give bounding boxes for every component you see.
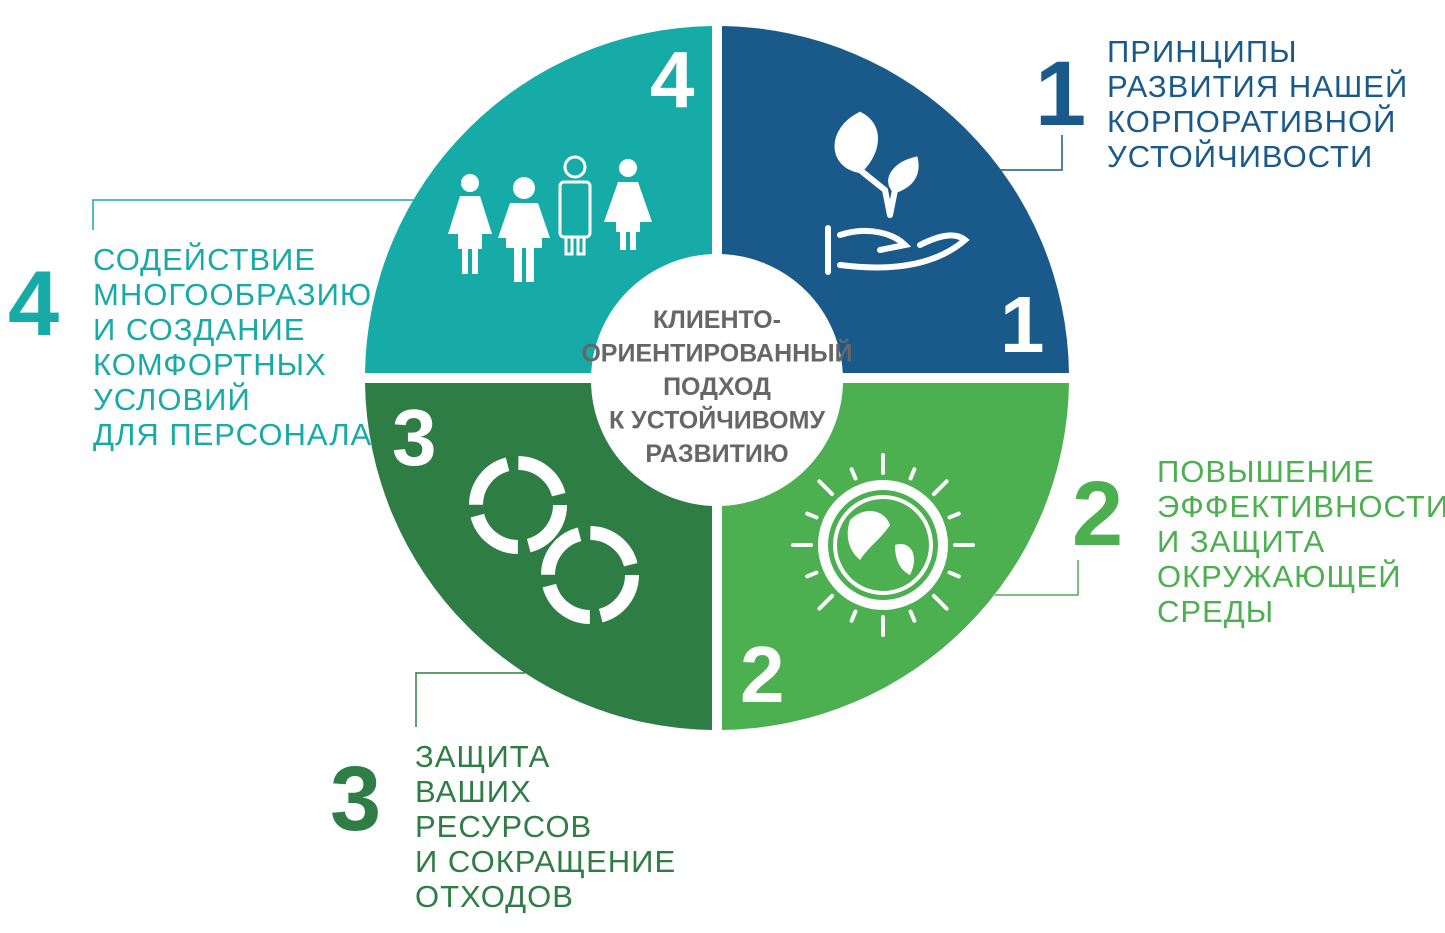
sun-ray	[817, 593, 835, 611]
leader-3	[415, 672, 525, 727]
sun-ray	[849, 467, 858, 481]
section-label-1: ПРИНЦИПЫ РАЗВИТИЯ НАШЕЙ КОРПОРАТИВНОЙ УС…	[1107, 34, 1409, 174]
center-text: КЛИЕНТО- ОРИЕНТИРОВАННЫЙ ПОДХОД К УСТОЙЧИВО…	[581, 306, 852, 468]
big-number-4: 4	[8, 253, 59, 355]
big-number-2: 2	[1072, 463, 1123, 565]
sun-earth-icon	[791, 453, 975, 637]
people-icon	[448, 155, 652, 282]
quadrant-number-2: 2	[740, 630, 785, 719]
sun-ray	[805, 511, 819, 520]
quadrant-2	[722, 383, 1069, 730]
leader-2	[995, 560, 1079, 596]
center-text-line: РАЗВИТИЮ	[645, 440, 788, 468]
leader-4	[92, 199, 415, 230]
sun-ray	[849, 609, 858, 623]
center-text-line: К УСТОЙЧИВОМУ	[609, 405, 825, 435]
sun-ray	[908, 609, 917, 623]
sun-ray	[805, 570, 819, 579]
big-number-3: 3	[330, 748, 381, 850]
center-text-line: КЛИЕНТО-	[653, 306, 781, 334]
quadrant-number-1: 1	[1000, 280, 1045, 369]
section-label-3: ЗАЩИТА ВАШИХ РЕСУРСОВ И СОКРАЩЕНИЕ ОТХОД…	[415, 739, 677, 914]
sun-ray	[908, 467, 917, 481]
quadrant-3	[365, 383, 712, 730]
sun-ray	[947, 570, 961, 579]
quadrant-4	[365, 26, 712, 373]
sun-ray	[947, 511, 961, 520]
big-number-1: 1	[1035, 43, 1086, 145]
leader-1	[1000, 135, 1063, 171]
section-label-4: СОДЕЙСТВИЕ МНОГООБРАЗИЮ И СОЗДАНИЕ КОМФО…	[93, 242, 373, 452]
plant-in-hand-icon	[825, 111, 970, 275]
sun-ray	[817, 479, 835, 497]
quadrant-number-4: 4	[650, 35, 695, 124]
center-text-line: ОРИЕНТИРОВАННЫЙ	[581, 338, 852, 368]
section-label-2: ПОВЫШЕНИЕ ЭФФЕКТИВНОСТИ И ЗАЩИТА ОКРУЖАЮ…	[1157, 454, 1445, 629]
sun-ray	[931, 593, 949, 611]
quadrant-number-3: 3	[392, 393, 437, 482]
sun-ray	[931, 479, 949, 497]
recycle-arrows-icon	[469, 456, 639, 624]
center-circle	[591, 254, 843, 506]
center-text-line: ПОДХОД	[663, 373, 771, 401]
